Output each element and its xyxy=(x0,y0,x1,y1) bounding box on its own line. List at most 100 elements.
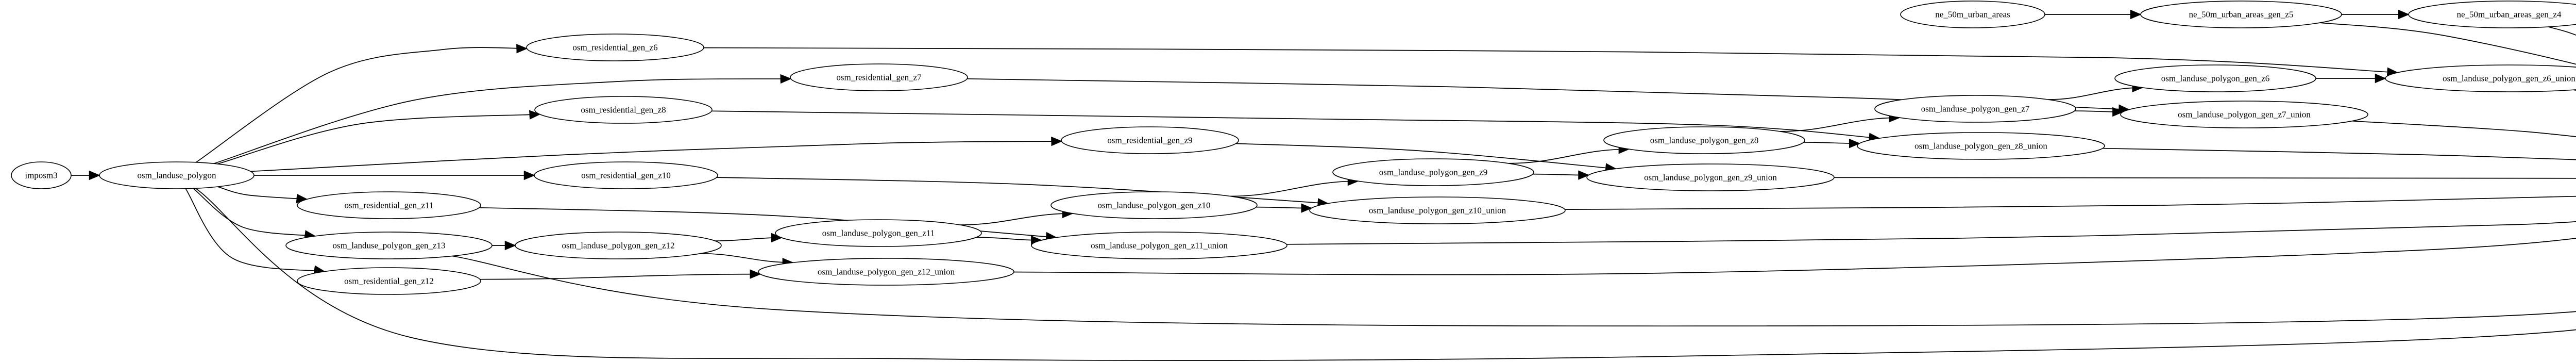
edge-osm_residential_gen_z10-to-osm_landuse_polygon_gen_z10_union xyxy=(716,177,1329,208)
node-label: osm_landuse_polygon_gen_z7 xyxy=(1921,104,2030,114)
edge-ne_50m_urban_areas_gen_z4-to-layer_landuse-z4 xyxy=(2548,26,2576,36)
node-ellipse xyxy=(2408,1,2576,28)
node-osm-landuse-polygon-gen-z8: osm_landuse_polygon_gen_z8 xyxy=(1603,126,1805,154)
node-label: osm_landuse_polygon_gen_z10 xyxy=(1097,201,1210,210)
node-ellipse xyxy=(1309,196,1566,224)
node-osm-landuse-polygon-gen-z10-union: osm_landuse_polygon_gen_z10_union xyxy=(1309,196,1566,224)
node-label: osm_landuse_polygon_gen_z6 xyxy=(2161,74,2270,84)
node-osm-landuse-polygon-gen-z6-union: osm_landuse_polygon_gen_z6_union xyxy=(2385,64,2576,92)
node-label: osm_landuse_polygon_gen_z7_union xyxy=(2178,110,2311,120)
node-ellipse xyxy=(1857,132,2105,160)
node-osm-residential-gen-z10: osm_residential_gen_z10 xyxy=(534,161,718,189)
node-ellipse xyxy=(515,232,722,259)
node-label: osm_landuse_polygon_gen_z13 xyxy=(332,241,445,251)
node-ellipse xyxy=(534,161,718,189)
edge-osm_landuse_polygon_gen_z11-to-osm_landuse_polygon_gen_z11_union xyxy=(976,235,1043,245)
node-label: osm_landuse_polygon_gen_z6_union xyxy=(2443,74,2575,84)
node-label: osm_landuse_polygon xyxy=(138,171,216,180)
edge-osm_landuse_polygon-to-osm_residential_gen_z11 xyxy=(217,186,308,204)
node-label: osm_landuse_polygon_gen_z8_union xyxy=(1914,141,2047,151)
edge-osm_landuse_polygon_gen_z7_union-to-layer_landuse-z7 xyxy=(2352,120,2576,137)
edge-osm_landuse_polygon-to-osm_residential_gen_z9 xyxy=(250,136,1063,172)
node-osm-landuse-polygon: osm_landuse_polygon xyxy=(99,161,255,189)
node-osm-landuse-polygon-gen-z9: osm_landuse_polygon_gen_z9 xyxy=(1332,158,1534,186)
node-ellipse xyxy=(534,96,713,124)
edge-osm_landuse_polygon_gen_z10_union-to-layer_landuse-z10 xyxy=(1565,195,2576,210)
node-ellipse xyxy=(297,267,481,295)
node-osm-landuse-polygon-gen-z9-union: osm_landuse_polygon_gen_z9_union xyxy=(1586,163,1835,191)
edge-osm_landuse_polygon_gen_z6_union-to-layer_landuse-z6 xyxy=(2573,89,2576,91)
edge-osm_landuse_polygon-to-osm_residential_gen_z7 xyxy=(213,74,792,164)
node-label: osm_landuse_polygon_gen_z10_union xyxy=(1369,206,1506,216)
node-osm-landuse-polygon-gen-z11: osm_landuse_polygon_gen_z11 xyxy=(775,219,982,247)
node-ellipse xyxy=(758,258,1014,286)
node-ellipse xyxy=(1874,95,2076,123)
node-label: osm_residential_gen_z10 xyxy=(581,171,671,180)
edge-osm_landuse_polygon_gen_z13-to-layer_landuse-z13 xyxy=(452,255,2576,327)
node-osm-landuse-polygon-gen-z7: osm_landuse_polygon_gen_z7 xyxy=(1874,95,2076,123)
node-osm-landuse-polygon-gen-z11-union: osm_landuse_polygon_gen_z11_union xyxy=(1031,232,1287,259)
node-label: osm_landuse_polygon_gen_z12_union xyxy=(818,267,955,277)
node-osm-landuse-polygon-gen-z12: osm_landuse_polygon_gen_z12 xyxy=(515,232,722,259)
node-label: imposm3 xyxy=(25,171,57,180)
node-ellipse xyxy=(1586,163,1835,191)
node-osm-landuse-polygon-gen-z7-union: osm_landuse_polygon_gen_z7_union xyxy=(2120,101,2368,128)
node-imposm3: imposm3 xyxy=(11,161,72,189)
node-ellipse xyxy=(1603,126,1805,154)
edge-osm_residential_gen_z8-to-osm_landuse_polygon_gen_z8_union xyxy=(711,110,1880,142)
node-osm-landuse-polygon-gen-z13: osm_landuse_polygon_gen_z13 xyxy=(285,232,493,259)
node-label: osm_residential_gen_z6 xyxy=(572,43,657,53)
node-osm-residential-gen-z8: osm_residential_gen_z8 xyxy=(534,96,713,124)
node-ellipse xyxy=(1900,1,2045,28)
node-osm-landuse-polygon-gen-z12-union: osm_landuse_polygon_gen_z12_union xyxy=(758,258,1014,286)
edge-osm_landuse_polygon-to-layer_landuse-z14+ xyxy=(195,188,2576,361)
node-osm-residential-gen-z11: osm_residential_gen_z11 xyxy=(297,191,481,219)
edge-ne_50m_urban_areas_gen_z5-to-layer_landuse-z5 xyxy=(2320,22,2576,65)
edge-osm_landuse_polygon_gen_z12_union-to-layer_landuse-z12 xyxy=(1013,238,2576,275)
node-label: osm_residential_gen_z7 xyxy=(836,73,922,83)
node-ellipse xyxy=(99,161,255,189)
node-ellipse xyxy=(2140,1,2342,28)
node-label: osm_landuse_polygon_gen_z11_union xyxy=(1091,241,1228,251)
node-ellipse xyxy=(1050,191,1258,219)
node-ellipse xyxy=(11,161,72,189)
node-label: osm_residential_gen_z11 xyxy=(344,201,433,210)
edge-osm_landuse_polygon_gen_z12-to-osm_landuse_polygon_gen_z11 xyxy=(715,233,783,243)
node-ellipse xyxy=(790,63,968,91)
node-ne-50m-urban-areas-gen-z4: ne_50m_urban_areas_gen_z4 xyxy=(2408,1,2576,28)
edge-osm_residential_gen_z11-to-osm_landuse_polygon_gen_z11_union xyxy=(479,207,1058,242)
edge-osm_landuse_polygon_gen_z12-to-osm_landuse_polygon_gen_z12_union xyxy=(700,253,794,268)
node-label: ne_50m_urban_areas xyxy=(1935,10,2010,20)
edge-osm_residential_gen_z12-to-osm_landuse_polygon_gen_z12_union xyxy=(480,269,761,280)
node-osm-landuse-polygon-gen-z8-union: osm_landuse_polygon_gen_z8_union xyxy=(1857,132,2105,160)
node-label: osm_landuse_polygon_gen_z12 xyxy=(562,241,674,251)
node-ne-50m-urban-areas: ne_50m_urban_areas xyxy=(1900,1,2045,28)
edge-osm_landuse_polygon-to-osm_landuse_polygon_gen_z13 xyxy=(193,188,316,240)
node-label: osm_landuse_polygon_gen_z11 xyxy=(822,228,935,238)
node-osm-residential-gen-z12: osm_residential_gen_z12 xyxy=(297,267,481,295)
node-ne-50m-urban-areas-gen-z5: ne_50m_urban_areas_gen_z5 xyxy=(2140,1,2342,28)
edge-osm_landuse_polygon_gen_z10-to-osm_landuse_polygon_gen_z10_union xyxy=(1256,203,1313,213)
node-label: osm_residential_gen_z9 xyxy=(1107,136,1192,145)
node-ellipse xyxy=(775,219,982,247)
node-ellipse xyxy=(2120,101,2368,128)
node-ellipse xyxy=(285,232,493,259)
edge-osm_landuse_polygon-to-osm_residential_gen_z8 xyxy=(217,110,541,164)
edge-osm_landuse_polygon_gen_z10-to-osm_landuse_polygon_gen_z9 xyxy=(1230,176,1359,197)
node-ellipse xyxy=(2385,64,2576,92)
edge-osm_landuse_polygon_gen_z9_union-to-layer_landuse-z9 xyxy=(1834,177,2576,179)
edge-osm_residential_gen_z6-to-osm_landuse_polygon_gen_z6_union xyxy=(703,47,2399,77)
node-osm-landuse-polygon-gen-z6: osm_landuse_polygon_gen_z6 xyxy=(2114,64,2316,92)
node-osm-residential-gen-z9: osm_residential_gen_z9 xyxy=(1061,126,1239,154)
node-ellipse xyxy=(526,34,704,61)
edge-osm_landuse_polygon-to-osm_residential_gen_z12 xyxy=(185,188,326,275)
edge-osm_landuse_polygon_gen_z7-to-osm_landuse_polygon_gen_z6 xyxy=(2048,83,2144,100)
edge-osm_residential_gen_z9-to-osm_landuse_polygon_gen_z9_union xyxy=(1235,143,1617,173)
node-label: osm_residential_gen_z8 xyxy=(581,105,666,115)
node-ellipse xyxy=(1031,232,1287,259)
node-osm-residential-gen-z7: osm_residential_gen_z7 xyxy=(790,63,968,91)
edge-osm_landuse_polygon_gen_z9-to-osm_landuse_polygon_gen_z8 xyxy=(1509,144,1630,164)
edge-osm_landuse_polygon_gen_z11-to-osm_landuse_polygon_gen_z10 xyxy=(959,208,1074,225)
